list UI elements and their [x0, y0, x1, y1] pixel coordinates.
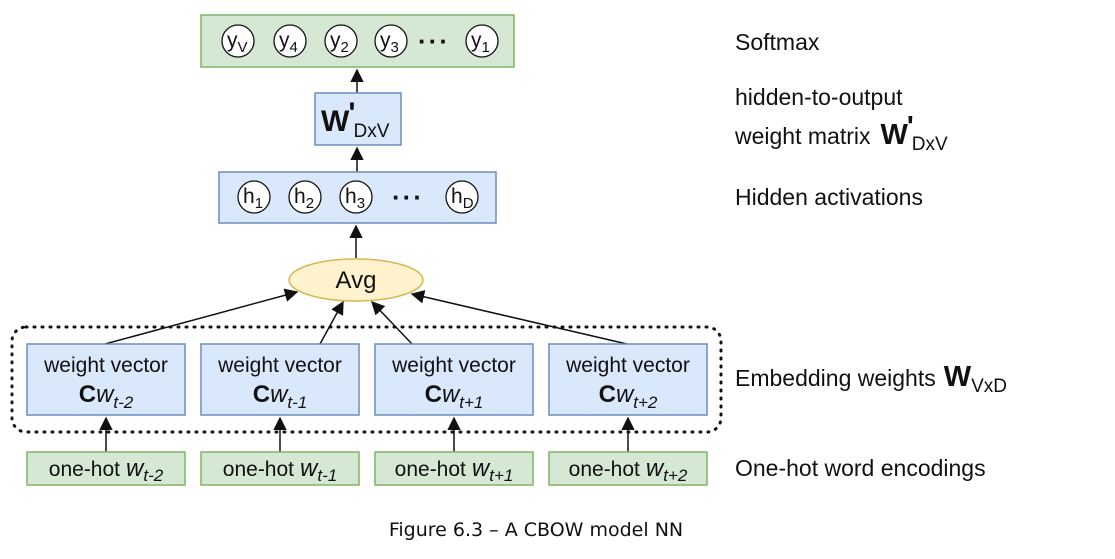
- svg-text:y4: y4: [279, 29, 298, 56]
- output-weight-box: [314, 92, 402, 146]
- arrow-emb2-to-avg: [319, 300, 344, 345]
- svg-text:Cwt-2: Cwt-2: [79, 381, 134, 412]
- svg-text:yV: yV: [227, 29, 248, 56]
- onehot-label: One-hot word encodings: [735, 455, 986, 481]
- softmax-node-y3: y3: [374, 24, 408, 58]
- arrow-emb3-to-avg: [371, 301, 413, 345]
- svg-text:y3: y3: [380, 29, 399, 56]
- embedding-group: [10, 325, 723, 434]
- svg-text:h3: h3: [345, 185, 365, 212]
- svg-text:Cwt+1: Cwt+1: [425, 381, 484, 412]
- softmax-ellipsis: ···: [418, 26, 450, 56]
- avg-node: [288, 258, 424, 302]
- softmax-node-y1: y1: [465, 24, 499, 58]
- arrow-emb4-to-avg: [410, 290, 628, 345]
- figure-caption: Figure 6.3 – A CBOW model NN: [389, 519, 683, 541]
- svg-text:weight vector: weight vector: [43, 354, 168, 377]
- embedding-vector-t-1: weight vector Cwt-1: [200, 343, 360, 416]
- avg-label: Avg: [336, 267, 377, 294]
- arrow-emb1-to-avg: [104, 288, 299, 345]
- svg-text:Cwt-1: Cwt-1: [253, 381, 308, 412]
- embedding-vector-t-2: weight vector Cwt-2: [26, 343, 186, 416]
- softmax-label: Softmax: [735, 29, 820, 55]
- hidden-node-hd: hD: [445, 180, 479, 214]
- embedding-vector-t+1: weight vector Cwt+1: [374, 343, 534, 416]
- output-weight-symbol: W'DxV: [321, 97, 390, 142]
- hidden-ellipsis: ···: [392, 182, 424, 212]
- embedding-vector-t+2: weight vector Cwt+2: [548, 343, 708, 416]
- svg-text:weight vector: weight vector: [217, 354, 342, 377]
- hidden-node-h2: h2: [288, 180, 322, 214]
- svg-text:weight vector: weight vector: [391, 354, 516, 377]
- svg-text:y2: y2: [330, 29, 349, 56]
- softmax-node-y2: y2: [324, 24, 358, 58]
- svg-text:weight vector: weight vector: [565, 354, 690, 377]
- svg-text:Cwt+2: Cwt+2: [599, 381, 658, 412]
- hidden-node-h1: h1: [237, 180, 271, 214]
- softmax-node-y4: y4: [273, 24, 307, 58]
- svg-text:h2: h2: [294, 185, 314, 212]
- output-weights-label-line1: hidden-to-output: [735, 84, 903, 110]
- softmax-node-yv: yV: [221, 24, 255, 58]
- svg-text:y1: y1: [471, 29, 490, 56]
- hidden-node-h3: h3: [339, 180, 373, 214]
- hidden-label: Hidden activations: [735, 184, 923, 210]
- svg-text:hD: hD: [451, 185, 474, 212]
- svg-text:h1: h1: [243, 185, 263, 212]
